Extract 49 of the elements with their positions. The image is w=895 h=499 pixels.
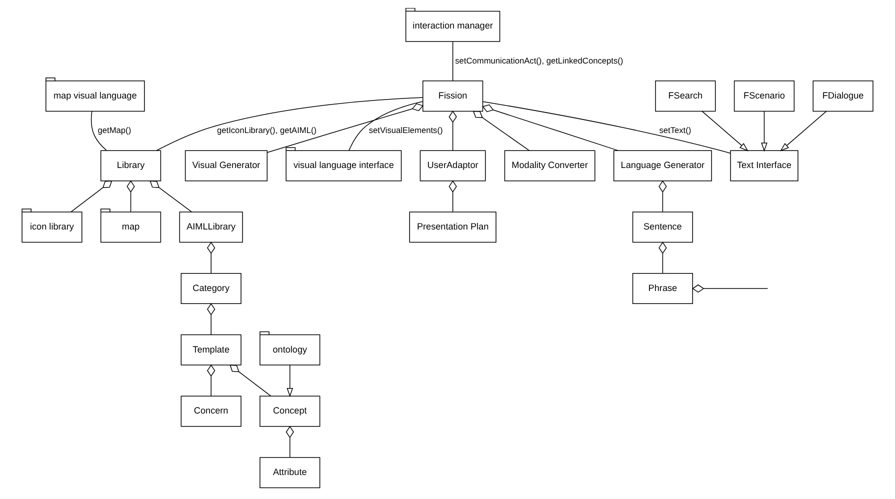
connector (156, 97, 424, 151)
edge-label: getMap() (98, 125, 132, 136)
arrow (286, 364, 294, 398)
node-box: Presentation Plan (409, 212, 496, 243)
connector (472, 110, 530, 151)
node-box: Library (100, 150, 162, 182)
edge-label: setVisualElements() (368, 125, 443, 136)
connector (348, 101, 424, 151)
connector (448, 180, 457, 212)
connector (482, 104, 619, 151)
node-box: Fission (422, 80, 484, 112)
node-box: Phrase (632, 273, 693, 304)
connector (448, 110, 457, 151)
node-box: Concern (180, 396, 242, 427)
node-box: Sentence (632, 212, 693, 243)
connector (266, 103, 424, 153)
node-box: Concept (260, 396, 320, 427)
node-box: Category (180, 273, 242, 304)
arrow (702, 110, 748, 152)
connector (658, 180, 667, 212)
node-box: FScenario (734, 80, 795, 112)
node-box: Text Interface (730, 150, 798, 182)
connector (150, 180, 192, 212)
connector (70, 180, 112, 212)
node-box: Attribute (260, 457, 320, 488)
connector (207, 303, 216, 335)
edge-label: setCommunicationAct(), getLinkedConcepts() (455, 55, 624, 66)
node-box: FSearch (655, 80, 716, 112)
connector (703, 288, 768, 289)
arrow (780, 110, 827, 152)
connector (658, 242, 667, 274)
node-box: AIMLLibrary (179, 212, 243, 243)
connector (230, 364, 272, 396)
node-box: Template (180, 334, 242, 366)
connector (482, 101, 731, 154)
node-box: FDialogue (812, 80, 874, 112)
node-box: Visual Generator (184, 150, 268, 182)
node-box: UserAdaptor (420, 150, 486, 182)
connector (90, 111, 107, 151)
edge-label: getIconLibrary(), getAIML() (217, 125, 317, 136)
arrow (761, 110, 768, 152)
node-box: Modality Converter (504, 150, 596, 182)
node-box: Language Generator (613, 150, 712, 182)
connector (286, 426, 294, 458)
connector (207, 364, 216, 396)
edge-label: setText() (659, 125, 692, 136)
connector (207, 242, 216, 274)
connector (452, 41, 454, 82)
connector (126, 180, 135, 212)
